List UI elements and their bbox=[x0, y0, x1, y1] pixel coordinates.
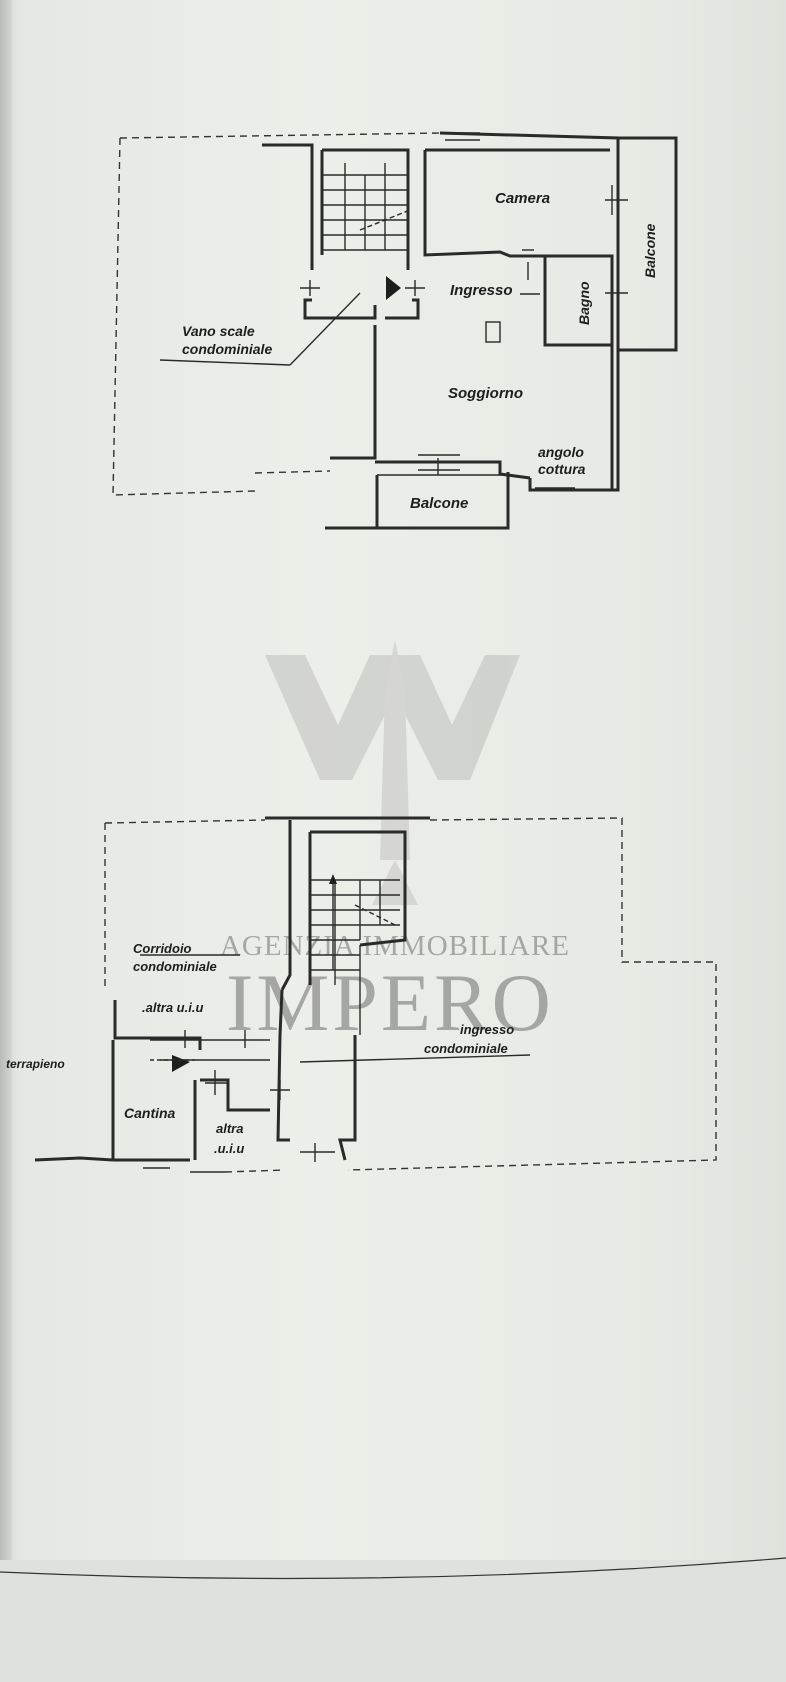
terrapieno-ground-line bbox=[34, 1156, 114, 1162]
landing-wall-left bbox=[303, 298, 377, 320]
room-label-balcone-side: Balcone bbox=[642, 223, 658, 278]
lower-hall-right-wall bbox=[338, 1035, 357, 1161]
lower-stair-steps bbox=[310, 874, 400, 985]
camera-wall-bottom bbox=[423, 150, 545, 258]
pillar bbox=[485, 321, 501, 343]
stair-label-leader bbox=[289, 292, 361, 366]
altra-uiu-wall bbox=[200, 1078, 270, 1112]
stair-label-line2: condominiale bbox=[182, 341, 272, 357]
corridoio-label-line1: Corridoio bbox=[133, 941, 192, 956]
landing-wall-right bbox=[385, 298, 420, 320]
balcone-bottom-outline bbox=[325, 472, 510, 530]
lower-lot-right bbox=[347, 817, 717, 1171]
paper-fold-line bbox=[0, 1557, 786, 1580]
balcone-side-outline bbox=[618, 136, 678, 352]
room-label-soggiorno: Soggiorno bbox=[448, 385, 523, 402]
room-label-cottura: cottura bbox=[538, 461, 586, 477]
cantina-label: Cantina bbox=[124, 1105, 176, 1121]
room-label-balcone-bottom: Balcone bbox=[410, 495, 468, 512]
lower-hall-left-wall bbox=[276, 989, 290, 1142]
corridoio-label-line2: condominiale bbox=[133, 959, 217, 974]
room-label-angolo: angolo bbox=[538, 444, 584, 460]
terrapieno-label: terrapieno bbox=[6, 1057, 65, 1071]
lower-lot-bottom-left bbox=[224, 1169, 286, 1173]
soggiorno-wall-left bbox=[330, 325, 377, 460]
room-label-ingresso: Ingresso bbox=[450, 282, 513, 299]
lower-floor-plan: Corridoio condominiale .altra u.i.u terr… bbox=[6, 816, 717, 1173]
ingresso-condominiale-line1: ingresso bbox=[460, 1022, 514, 1037]
lower-stair-right-wall bbox=[310, 830, 407, 947]
lower-stair-left-wall bbox=[280, 820, 292, 991]
room-label-bagno: Bagno bbox=[576, 281, 592, 325]
apartment-wall-right bbox=[439, 131, 620, 492]
stair-steps bbox=[322, 163, 411, 251]
stair-label-line1: Vano scale bbox=[182, 323, 255, 339]
ingresso-condominiale-line2: condominiale bbox=[424, 1041, 508, 1056]
upper-floor-plan: Camera Ingresso Bagno Soggiorno angolo c… bbox=[112, 131, 678, 530]
lower-stair-arrow-icon bbox=[172, 1055, 190, 1072]
altra-uiu-top-label: .altra u.i.u bbox=[142, 1000, 203, 1015]
lot-outline-bottom bbox=[254, 470, 331, 474]
lot-outline-top bbox=[119, 132, 441, 139]
lower-lot-top-left bbox=[104, 819, 266, 824]
altra-uiu-label-line1: altra bbox=[216, 1121, 243, 1136]
sheet-bottom bbox=[0, 1560, 786, 1682]
altra-uiu-label-line2: .u.i.u bbox=[214, 1141, 244, 1156]
room-label-camera: Camera bbox=[495, 190, 550, 207]
stair-wall-left bbox=[262, 143, 314, 270]
corridor-wall bbox=[113, 1000, 202, 1050]
stair-wall-right bbox=[322, 148, 410, 270]
lot-outline-left bbox=[112, 137, 256, 496]
stair-arrow-icon bbox=[386, 276, 401, 300]
paper-edge bbox=[0, 0, 12, 1682]
watermark-logo bbox=[265, 640, 520, 905]
watermark-agency-text: AGENZIA IMMOBILIARE bbox=[220, 930, 570, 962]
